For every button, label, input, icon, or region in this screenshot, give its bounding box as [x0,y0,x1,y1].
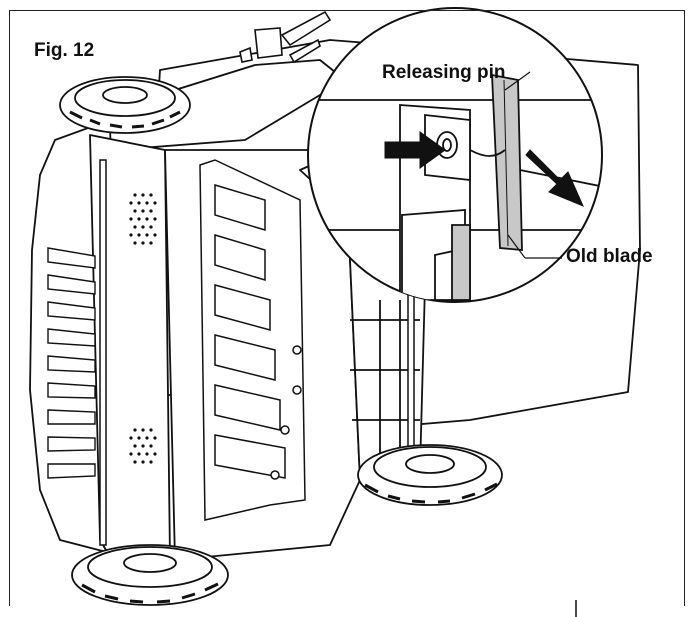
callout-releasing-pin: Releasing pin [382,62,506,83]
wheel-top-left [59,76,191,134]
wheel-bottom-left [71,544,229,606]
old-blade-shape [491,73,523,251]
push-arrow-icon [384,131,446,169]
vent-pattern-top [129,193,157,245]
figure-label: Fig. 12 [34,40,95,61]
pull-arrow-icon [525,149,584,207]
vent-pattern-bottom [129,428,157,464]
detail-zoom-circle [307,7,603,303]
callout-old-blade: Old blade [566,246,653,267]
side-slats [47,247,96,479]
handle-bracket [239,10,332,64]
blade-cylinder [199,159,306,521]
wheel-bottom-right [357,444,503,506]
